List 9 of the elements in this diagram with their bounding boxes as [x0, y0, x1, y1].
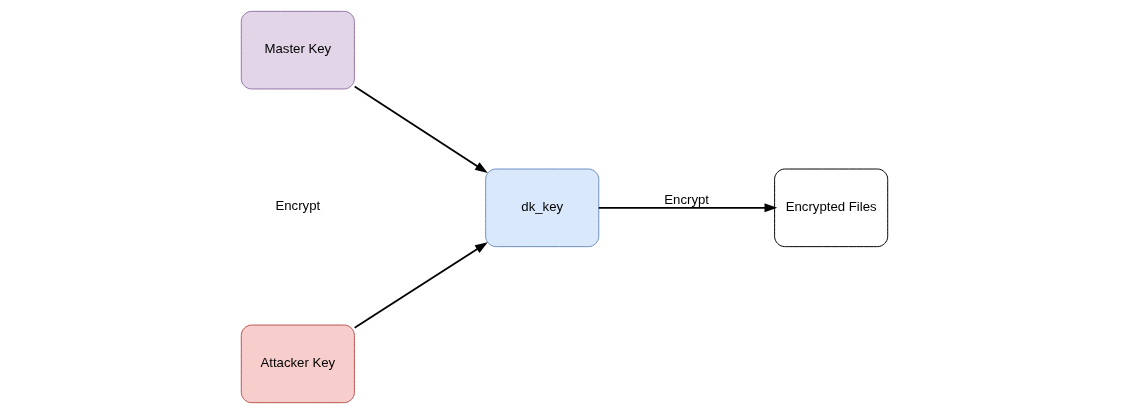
arrow: [353, 85, 488, 173]
node-box: Encrypted Files: [774, 168, 889, 248]
edge-label: Encrypt: [664, 191, 710, 207]
label: Encrypt: [275, 198, 321, 214]
node-box: Master Key: [240, 10, 355, 90]
node-box: dk_key: [485, 168, 600, 248]
arrow: [353, 242, 488, 329]
arrow: [597, 203, 778, 213]
node-box: Attacker Key: [240, 324, 355, 404]
